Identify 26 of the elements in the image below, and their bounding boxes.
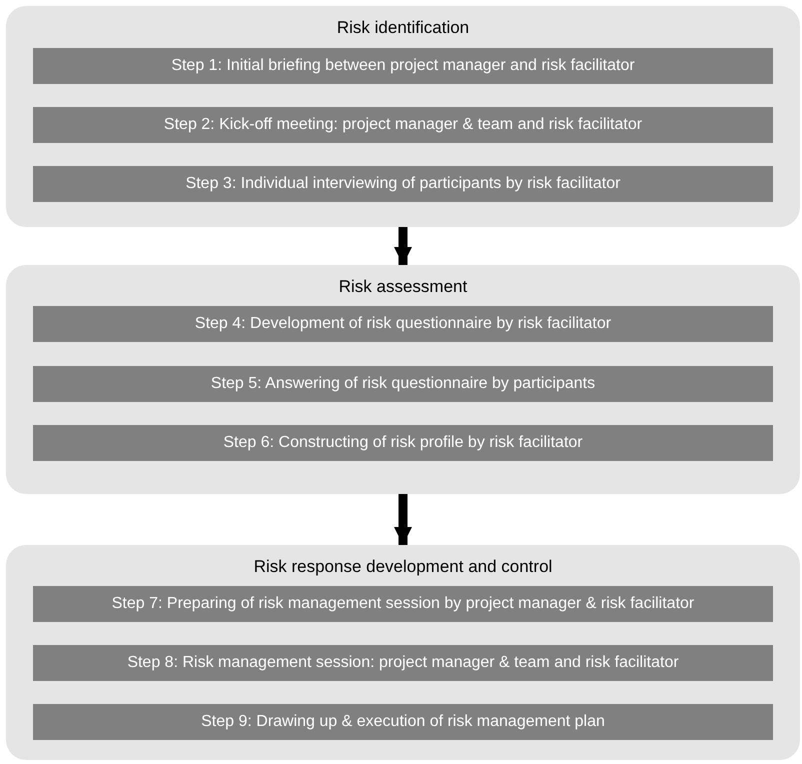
step-bar (33, 166, 773, 202)
step-text: Step 8: Risk management session: project manager & team and risk facilitator (127, 654, 679, 672)
step-bar (33, 366, 773, 402)
phase-title: Risk assessment (338, 277, 468, 297)
phase-title: Risk response development and control (252, 557, 554, 577)
step-text: Step 7: Preparing of risk management session by project manager & risk facilitator (112, 595, 694, 613)
step-bar (33, 704, 773, 740)
phase-panel (6, 545, 800, 760)
step-text: Step 1: Initial briefing between project manager and risk facilitator (171, 57, 635, 75)
step-bar (33, 645, 773, 681)
step-bar (33, 425, 773, 461)
step-text: Step 4: Development of risk questionnaire by risk facilitator (194, 315, 612, 333)
phase-panel (6, 6, 800, 227)
step-bar (33, 586, 773, 622)
step-bar (33, 107, 773, 143)
step-text: Step 2: Kick-off meeting: project manager & team and risk facilitator (164, 116, 642, 134)
phase-panel (6, 265, 800, 494)
flow-arrow (394, 227, 412, 265)
phase-title: Risk identification (336, 18, 470, 38)
step-text: Step 9: Drawing up & execution of risk management plan (201, 713, 605, 731)
step-text: Step 3: Individual interviewing of participants by risk facilitator (186, 175, 620, 193)
step-text: Step 5: Answering of risk questionnaire by participants (210, 375, 596, 393)
step-bar (33, 306, 773, 342)
step-bar (33, 48, 773, 84)
step-text: Step 6: Constructing of risk profile by risk facilitator (223, 434, 583, 452)
flow-arrow (394, 494, 412, 545)
